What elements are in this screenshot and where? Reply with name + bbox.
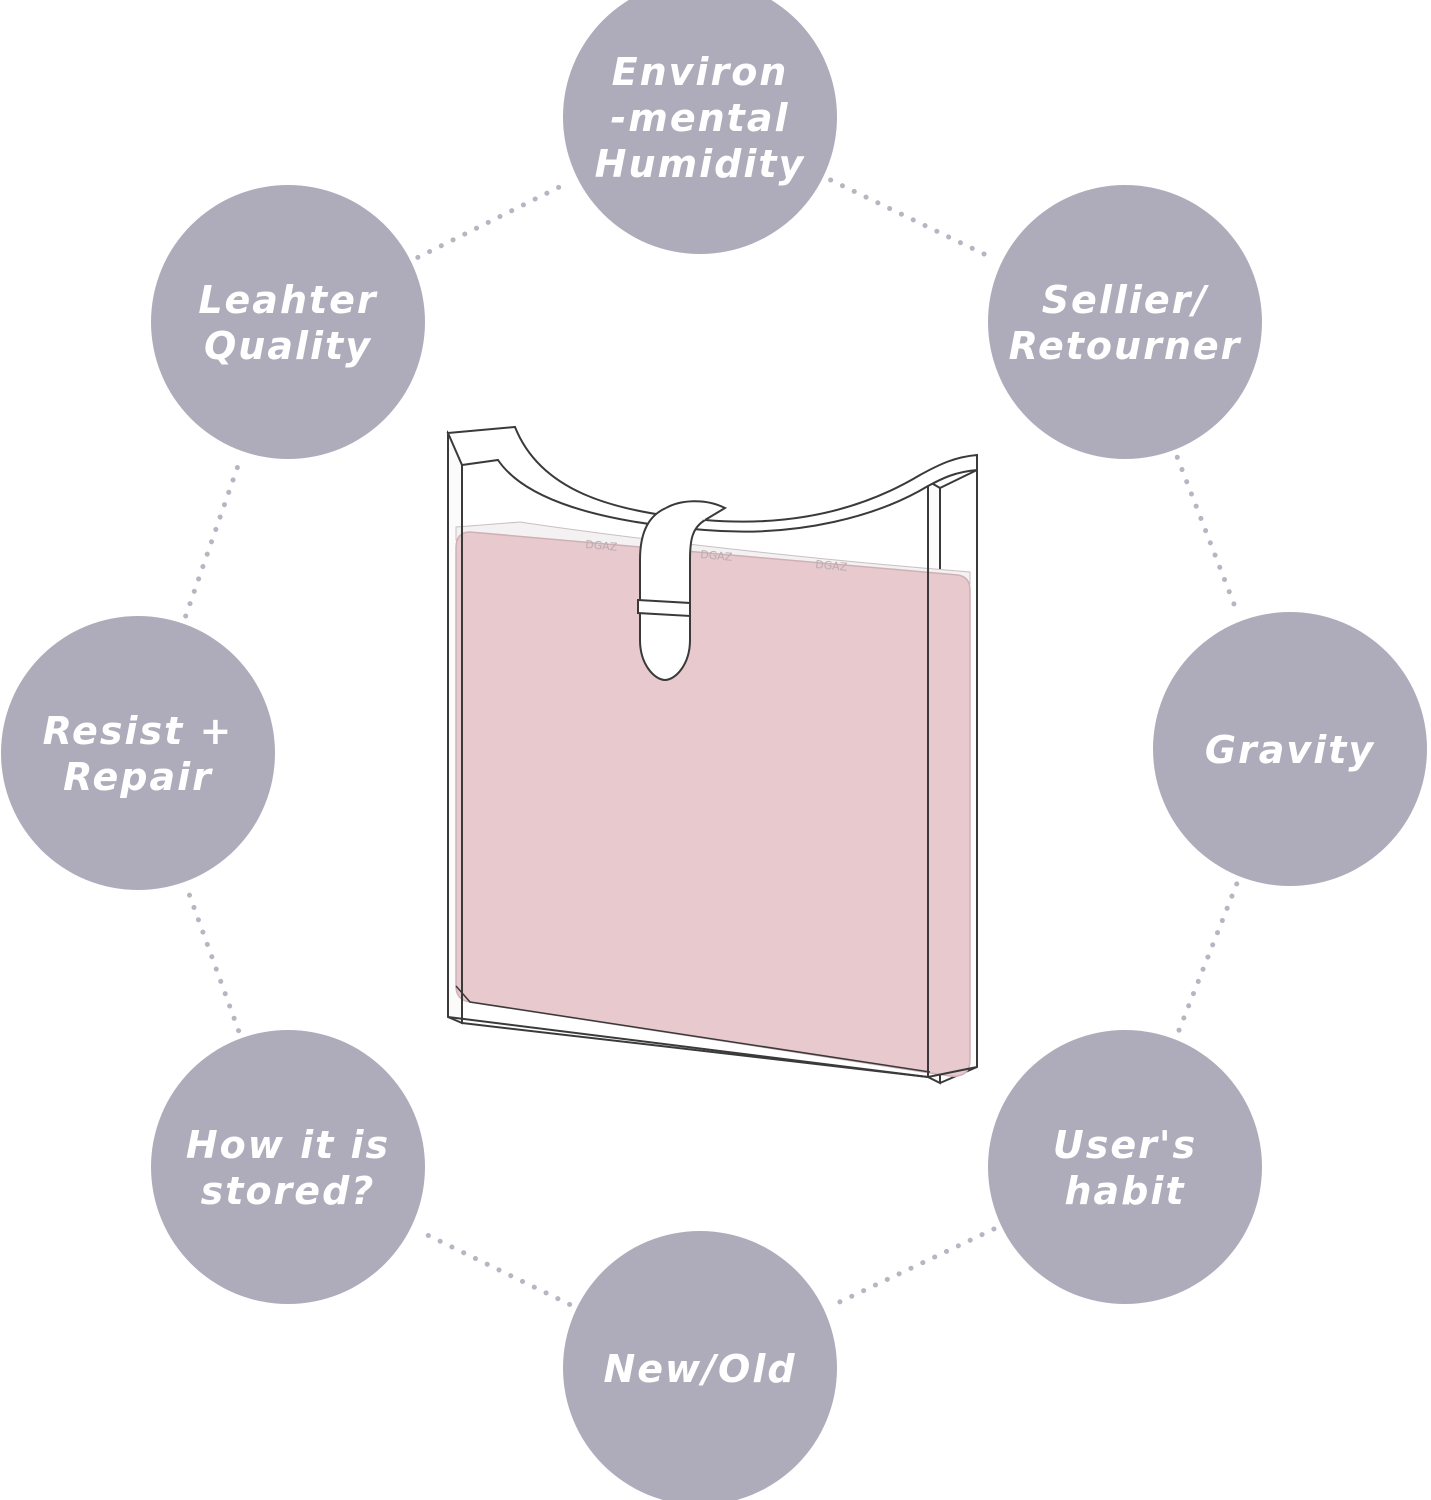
factor-node-gravity: Gravity bbox=[1153, 612, 1427, 886]
factor-label: User's bbox=[1053, 1123, 1197, 1167]
factor-label: habit bbox=[1064, 1169, 1185, 1213]
factor-node-sellier: Sellier/Retourner bbox=[988, 185, 1262, 459]
insert-text: DGAZ bbox=[585, 538, 619, 554]
factor-label: Environ bbox=[612, 50, 789, 94]
bag-inner-outline bbox=[455, 985, 931, 1073]
factor-label: Sellier/ bbox=[1042, 278, 1210, 322]
connector-dots bbox=[828, 177, 997, 262]
factor-label: Gravity bbox=[1205, 728, 1376, 772]
bag-illustration: DGAZ DGAZ DGAZ bbox=[446, 425, 978, 1085]
connector-lines bbox=[183, 177, 1241, 1309]
connector-dots bbox=[183, 456, 243, 619]
factor-circle bbox=[1, 616, 275, 890]
factor-circle bbox=[988, 185, 1262, 459]
factor-circle bbox=[151, 185, 425, 459]
factor-label: stored? bbox=[201, 1169, 376, 1213]
factor-label: Repair bbox=[63, 755, 213, 799]
bag-bottom-edge bbox=[447, 1016, 978, 1079]
bag-strap-top bbox=[665, 500, 728, 521]
bag-strap bbox=[639, 507, 706, 682]
connector-dots bbox=[1175, 881, 1240, 1035]
factor-label: Leahter bbox=[198, 278, 378, 322]
connector-dots bbox=[828, 1226, 997, 1309]
bag-strap-loop bbox=[637, 598, 691, 618]
factor-label: Resist + bbox=[43, 709, 234, 753]
insert-body bbox=[455, 531, 971, 1077]
connector-dots bbox=[415, 179, 573, 260]
factor-circle bbox=[563, 1231, 837, 1500]
factor-circle bbox=[1153, 612, 1427, 886]
factor-circle bbox=[563, 0, 837, 254]
connector-dots bbox=[1174, 454, 1241, 617]
factor-label: New/Old bbox=[603, 1347, 796, 1391]
insert-text: DGAZ bbox=[700, 548, 734, 564]
factor-label: -mental bbox=[610, 96, 789, 140]
factor-node-resist-repair: Resist +Repair bbox=[1, 616, 275, 890]
bag-front-panel bbox=[461, 451, 929, 1079]
factor-node-new-old: New/Old bbox=[563, 1231, 837, 1500]
insert-text: DGAZ bbox=[815, 558, 849, 574]
factor-circle bbox=[988, 1030, 1262, 1304]
factor-circle bbox=[151, 1030, 425, 1304]
factor-label: Retourner bbox=[1009, 324, 1242, 368]
factor-label: Humidity bbox=[595, 142, 806, 186]
connector-dots bbox=[184, 886, 242, 1034]
factor-label: Quality bbox=[204, 324, 372, 368]
factor-label: How it is bbox=[186, 1123, 390, 1167]
connector-dots bbox=[415, 1228, 573, 1307]
